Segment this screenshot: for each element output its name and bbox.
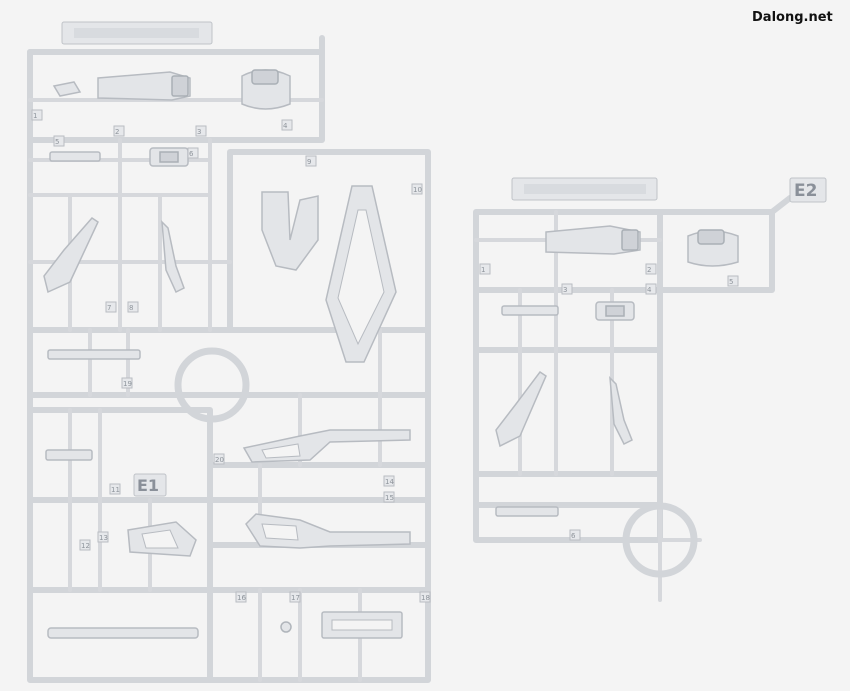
gate-number-label: 17 (291, 594, 300, 602)
gate-number-tag (31, 109, 43, 121)
ring-runner (174, 347, 250, 423)
gate-number-label: 1 (33, 112, 37, 120)
gate-number-label: 16 (237, 594, 246, 602)
gate-number-label: 8 (129, 304, 133, 312)
sprue-label-e2: E2 (794, 181, 817, 201)
gate-number-tag (195, 125, 207, 137)
gate-number-tag (569, 529, 581, 541)
gate-number-label: 19 (123, 380, 132, 388)
gate-number-label: 15 (385, 494, 394, 502)
gate-number-label: 1 (481, 266, 485, 274)
gate-number-label: 2 (115, 128, 119, 136)
gate-number-label: 13 (99, 534, 108, 542)
gate-number-tag (281, 119, 293, 131)
gate-number-label: 14 (385, 478, 394, 486)
gate-number-label: 3 (563, 286, 567, 294)
gate-number-tag (235, 591, 247, 603)
gate-number-tag (213, 453, 225, 465)
gate-number-tag (727, 275, 739, 287)
gate-number-tag (53, 135, 65, 147)
gate-number-label: 5 (55, 138, 59, 146)
gate-number-label: 10 (413, 186, 422, 194)
gate-number-tag (79, 539, 91, 551)
gate-number-tag (411, 183, 423, 195)
armor-part (97, 71, 191, 101)
gate-number-tag (383, 491, 395, 503)
gate-number-tag (479, 263, 491, 275)
gate-number-tag (419, 591, 431, 603)
gate-number-tag (305, 155, 317, 167)
armor-part-e2 (545, 225, 641, 255)
gate-number-tag (289, 591, 301, 603)
gate-number-tag (109, 483, 121, 495)
gate-number-label: 4 (647, 286, 652, 294)
gate-number-label: 6 (571, 532, 576, 540)
gate-number-tag (121, 377, 133, 389)
gate-number-tag (645, 263, 657, 275)
gate-number-label: 4 (283, 122, 288, 130)
gate-number-label: 18 (421, 594, 430, 602)
gate-number-tag (187, 147, 199, 159)
gate-number-label: 9 (307, 158, 311, 166)
long-rod-part (47, 627, 199, 639)
blade-part (43, 217, 99, 294)
gate-number-tag (97, 531, 109, 543)
gate-number-label: 20 (215, 456, 224, 464)
gate-number-label: 7 (107, 304, 111, 312)
gate-number-tag (127, 301, 139, 313)
gate-number-label: 6 (189, 150, 194, 158)
v-shaped-part (261, 191, 319, 271)
sprue-e2: E2 1 2 3 4 5 6 (473, 177, 827, 602)
gate-number-label: 2 (647, 266, 651, 274)
sprue-label-e1: E1 (137, 476, 159, 495)
blade-part-e2 (495, 370, 547, 448)
watermark-text: Dalong.net (752, 10, 833, 25)
gate-number-label: 3 (197, 128, 201, 136)
gate-number-label: 11 (111, 486, 120, 494)
gate-number-tag (105, 301, 117, 313)
gate-number-label: 12 (81, 542, 90, 550)
ring-runner-e2 (622, 502, 698, 578)
gate-number-tag (561, 283, 573, 295)
gate-number-tag (113, 125, 125, 137)
gate-number-tag (383, 475, 395, 487)
gate-number-tag (645, 283, 657, 295)
gate-number-label: 5 (729, 278, 733, 286)
